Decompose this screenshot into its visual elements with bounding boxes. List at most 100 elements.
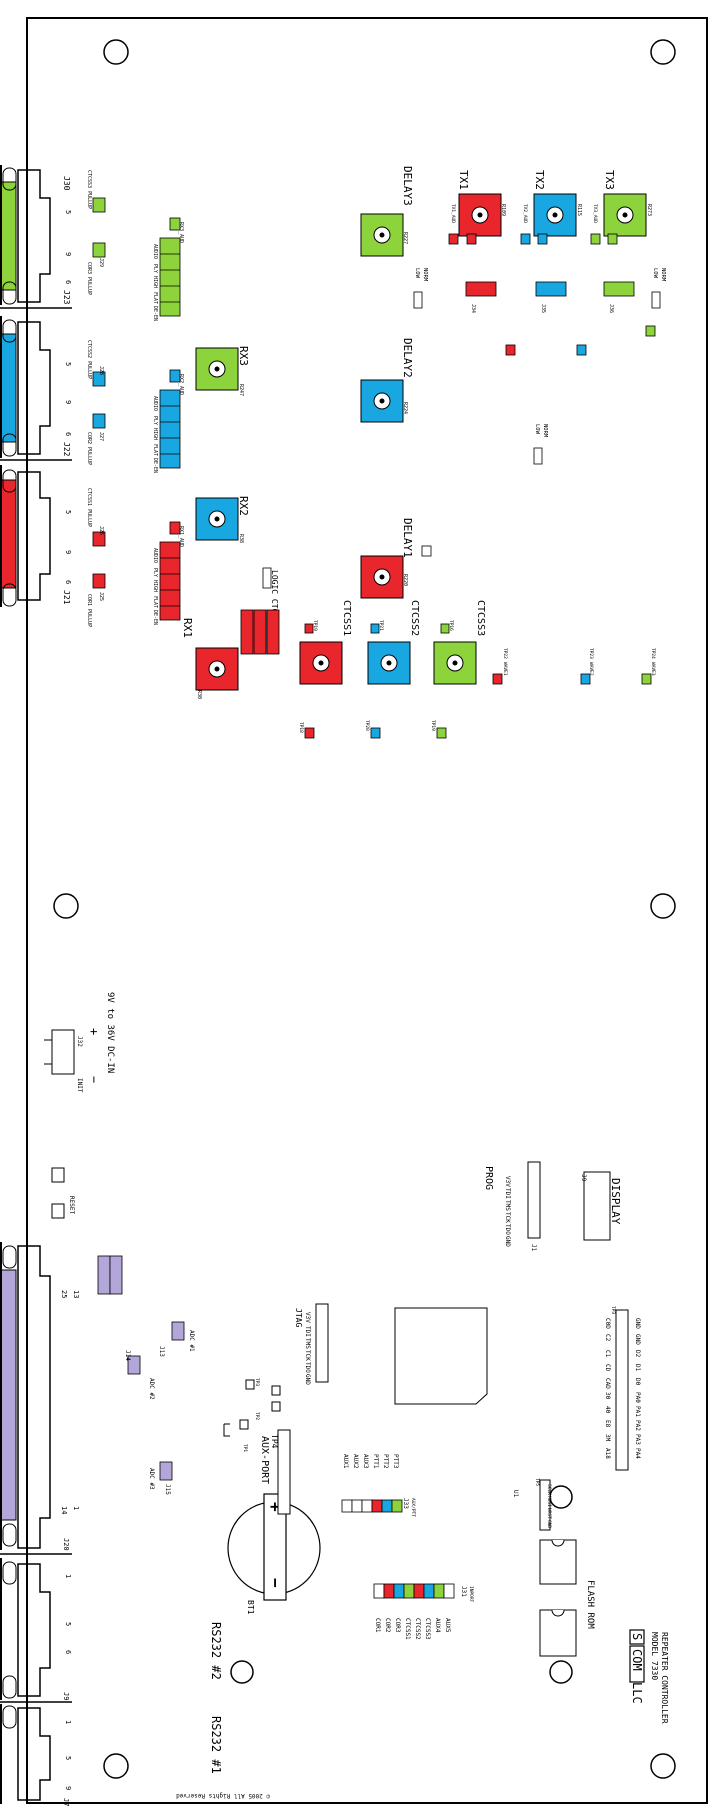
- db25-pins: 25 13 14 1 J20: [60, 1290, 80, 1551]
- svg-text:TX2_AUD: TX2_AUD: [522, 204, 528, 223]
- svg-text:13: 13: [72, 1290, 80, 1298]
- label-j23: J23: [62, 290, 71, 305]
- svg-text:DE-EN: DE-EN: [152, 458, 158, 473]
- svg-text:LOW: LOW: [534, 424, 540, 435]
- db9-connector-j9: [0, 1558, 51, 1700]
- svg-text:J14: J14: [124, 1350, 131, 1361]
- svg-text:DELAY1: DELAY1: [401, 518, 414, 558]
- svg-text:J1: J1: [530, 1244, 537, 1252]
- svg-text:RX3: RX3: [237, 346, 250, 366]
- logic-ctcss-bars: [240, 567, 280, 655]
- svg-text:9: 9: [64, 1786, 72, 1790]
- svg-text:J9: J9: [62, 1692, 70, 1700]
- svg-text:MOSI: MOSI: [546, 1496, 552, 1507]
- svg-text:CTCSS2: CTCSS2: [414, 1618, 421, 1640]
- rx1-header-j10: [159, 521, 181, 621]
- svg-text:R30: R30: [196, 690, 202, 699]
- bottom-db9-labels: 1 5 6 J9 1 5 9 J7: [62, 1574, 72, 1806]
- svg-text:J15: J15: [164, 1484, 171, 1495]
- svg-text:PA3: PA3: [634, 1434, 641, 1445]
- tp5-labels: TP5 SCLK MOSI NRST GND: [534, 1478, 552, 1528]
- svg-text:C0D: C0D: [604, 1318, 611, 1329]
- svg-text:TP18: TP18: [298, 722, 304, 733]
- svg-text:1: 1: [64, 1574, 72, 1578]
- svg-text:DELAY3: DELAY3: [401, 166, 414, 206]
- pot-labels: RX3 RX2 RX1 DELAY1 DELAY2 DELAY3 TX1 TX2…: [181, 166, 616, 638]
- svg-text:TP22: TP22: [502, 648, 508, 659]
- svg-text:PTT1: PTT1: [372, 1454, 379, 1469]
- label-aux-port: AUX-PORT: [259, 1436, 270, 1484]
- svg-text:AUX3: AUX3: [362, 1454, 369, 1469]
- svg-text:PA0: PA0: [634, 1392, 641, 1403]
- svg-text:5: 5: [64, 510, 72, 514]
- svg-text:TX3_AUD: TX3_AUD: [592, 204, 598, 223]
- svg-text:TP24: TP24: [650, 648, 656, 659]
- label-u1: U1: [512, 1490, 519, 1498]
- db9-connector-j30-j23: [0, 165, 51, 305]
- svg-text:NORM: NORM: [542, 424, 548, 438]
- label-prog: PROG: [483, 1166, 494, 1190]
- svg-text:GND: GND: [634, 1318, 641, 1329]
- svg-text:CAD: CAD: [604, 1378, 611, 1389]
- svg-text:PLY: PLY: [152, 416, 158, 425]
- svg-text:R227: R227: [402, 232, 408, 244]
- potentiometers: [195, 193, 647, 691]
- adc-labels: ADC #1 J13 ADC #2 J14 ADC #3 J15: [124, 1330, 195, 1495]
- rx2-header-j11: [159, 369, 181, 469]
- svg-text:CTCSS1: CTCSS1: [404, 1618, 411, 1640]
- svg-text:J9: J9: [580, 1174, 587, 1182]
- svg-text:PTT2: PTT2: [382, 1454, 389, 1469]
- svg-text:TX1: TX1: [457, 170, 470, 190]
- test-points: [304, 233, 656, 739]
- svg-text:TP21: TP21: [378, 620, 384, 631]
- svg-text:J34: J34: [470, 304, 476, 313]
- svg-text:RX2_AUD: RX2_AUD: [178, 374, 184, 395]
- svg-text:J27: J27: [98, 432, 104, 441]
- svg-text:R224: R224: [402, 402, 408, 414]
- svg-text:COR2 PULLUP: COR2 PULLUP: [86, 432, 92, 465]
- svg-text:TP20: TP20: [364, 720, 370, 731]
- svg-text:NORM: NORM: [660, 268, 666, 282]
- pullup-labels: CTCSS3 PULLUP J29 COR3 PULLUP CTCSS2 PUL…: [86, 170, 104, 627]
- pullup-jumpers: [92, 197, 106, 589]
- inport-header-j31: [373, 1583, 455, 1599]
- label-rs232-2: RS232 #2: [209, 1622, 223, 1680]
- small-tp-boxes: [223, 1379, 281, 1437]
- label-jtag: JTAG: [294, 1308, 303, 1327]
- db9-connector-j22: [0, 316, 51, 458]
- low-norm-jumpers: [413, 291, 661, 465]
- svg-text:NRST: NRST: [546, 1508, 552, 1519]
- svg-text:TP5: TP5: [534, 1478, 540, 1486]
- svg-text:FLAT: FLAT: [152, 444, 158, 456]
- small-tp-labels: TP2 TP3 TP1: [242, 1378, 260, 1452]
- battery-plus: +: [266, 1502, 285, 1512]
- svg-text:D0: D0: [634, 1378, 641, 1386]
- svg-text:INIT: INIT: [76, 1078, 83, 1093]
- label-product: REPEATER CONTROLLER: [660, 1632, 669, 1724]
- svg-text:D1: D1: [634, 1364, 641, 1372]
- label-flash-rom: FLASH ROM: [585, 1580, 595, 1629]
- svg-text:WAVE3: WAVE3: [650, 662, 656, 676]
- mounting-holes: [53, 39, 676, 1779]
- svg-text:CTCSS2: CTCSS2: [409, 600, 420, 636]
- flash-rom-chips: [539, 1539, 577, 1657]
- label-model: MODEL 7330: [650, 1632, 659, 1680]
- svg-text:PLY: PLY: [152, 568, 158, 577]
- svg-text:−: −: [87, 1076, 101, 1083]
- svg-text:J26: J26: [98, 526, 104, 535]
- low-norm-labels: LOW NORM LOW NORM LOW NORM: [414, 268, 666, 438]
- bottom-separators: [0, 1553, 72, 1703]
- svg-text:CTCSS2 PULLUP: CTCSS2 PULLUP: [86, 340, 92, 379]
- svg-text:COR1 PULLUP: COR1 PULLUP: [86, 594, 92, 627]
- svg-text:LOW: LOW: [652, 268, 658, 279]
- svg-text:J28: J28: [98, 366, 104, 375]
- prog-pins: V3V TDI TMS TCK TDO GND J1 J9: [504, 1174, 587, 1252]
- svg-text:J29: J29: [98, 258, 104, 267]
- svg-text:CD: CD: [604, 1364, 611, 1372]
- svg-text:TP23: TP23: [588, 648, 594, 659]
- svg-text:AUX1: AUX1: [342, 1454, 349, 1469]
- svg-text:COM: COM: [630, 1649, 644, 1671]
- svg-text:R247: R247: [238, 384, 244, 396]
- svg-text:HIGH: HIGH: [152, 428, 158, 440]
